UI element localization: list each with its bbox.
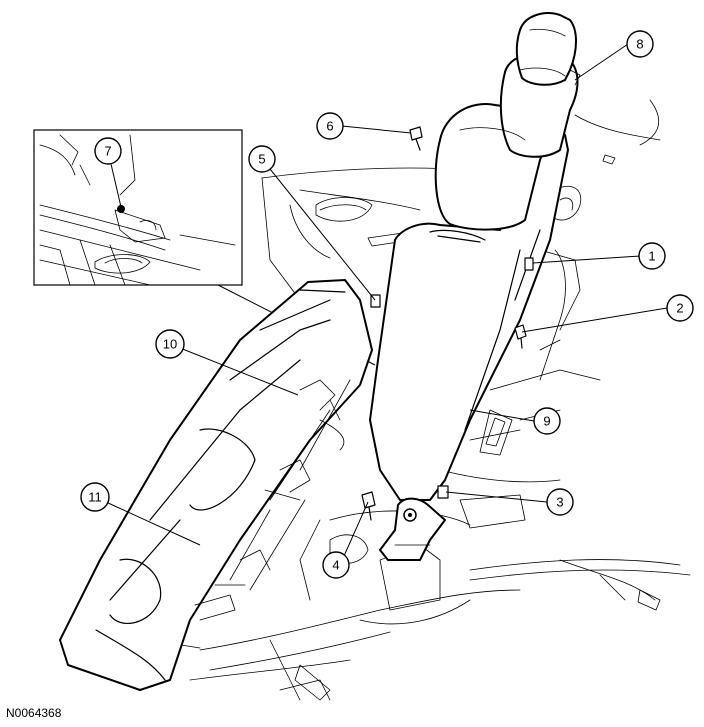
seat-backrest [369, 12, 581, 561]
callout-6-label: 6 [326, 119, 333, 134]
detail-inset-box [33, 129, 243, 286]
callout-2: 2 [666, 294, 694, 322]
callout-6: 6 [316, 112, 344, 140]
callout-7-label: 7 [104, 144, 111, 159]
callout-7: 7 [94, 137, 122, 165]
callout-5: 5 [248, 145, 276, 173]
callout-8-label: 8 [636, 37, 643, 52]
callout-5-label: 5 [258, 152, 265, 167]
callout-8: 8 [626, 30, 654, 58]
seat-cushion [59, 279, 373, 691]
callout-1: 1 [638, 242, 666, 270]
callout-3: 3 [546, 488, 574, 516]
callout-9-label: 9 [543, 414, 550, 429]
callout-4: 4 [322, 551, 350, 579]
callout-1-label: 1 [648, 249, 655, 264]
callout-11-label: 11 [88, 490, 102, 505]
callout-10: 10 [155, 329, 185, 359]
callout-9: 9 [533, 407, 561, 435]
callout-4-label: 4 [332, 558, 339, 573]
callout-2-label: 2 [676, 301, 683, 316]
figure-id-label: N0064368 [6, 706, 62, 720]
callout-leaders [94, 43, 668, 566]
vehicle-body-linework [149, 99, 691, 701]
callout-10-label: 10 [163, 337, 177, 352]
callout-11: 11 [80, 482, 110, 512]
callout-3-label: 3 [556, 495, 563, 510]
fasteners [361, 126, 534, 521]
